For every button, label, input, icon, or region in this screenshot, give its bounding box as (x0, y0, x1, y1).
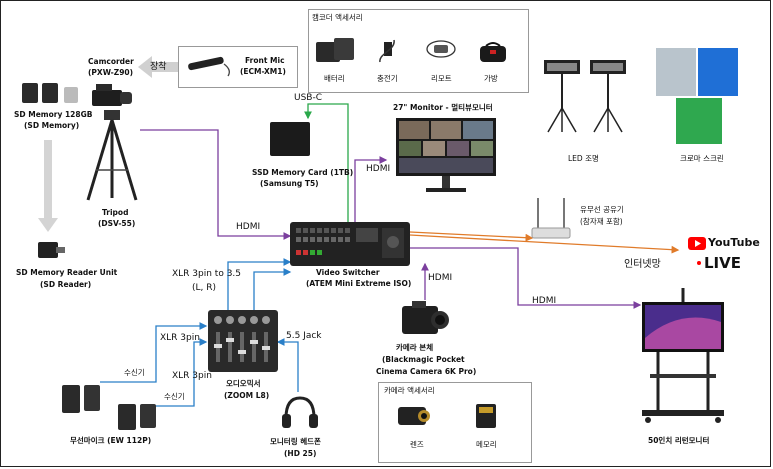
hdmi-camera-label: HDMI (428, 273, 453, 283)
tripod-name: Tripod (102, 208, 129, 217)
xlr35-sub-label: (L, R) (192, 283, 217, 293)
accessory-bag: 가방 (484, 74, 498, 83)
lens-icon (398, 404, 430, 428)
youtube-live: LIVE (704, 254, 741, 272)
hdmi-tv-label: HDMI (532, 296, 557, 306)
wireless-receiver-icon (84, 385, 100, 411)
led-name: LED 조명 (568, 154, 599, 163)
accessory-battery: 배터리 (324, 74, 345, 83)
hdmi-monitor-label: HDMI (366, 164, 391, 174)
microphone-icon (184, 52, 236, 78)
sd-memory-name: SD Memory 128GB (14, 110, 93, 119)
chroma-screen-blue (698, 48, 738, 96)
router-icon (530, 196, 572, 242)
return-monitor-icon (640, 288, 726, 424)
xlr-top-line (100, 322, 208, 383)
audio-mixer-icon (208, 310, 278, 372)
mixer-model: (ZOOM L8) (224, 391, 270, 400)
camera-body-model1: (Blackmagic Pocket (382, 355, 465, 364)
led-light-icon-2 (588, 58, 628, 134)
hdmi-switcher-monitor (354, 156, 388, 222)
video-switcher-icon (290, 222, 410, 266)
chroma-screen-green (676, 98, 722, 144)
headphone-model: (HD 25) (284, 449, 317, 458)
charger-icon (376, 38, 398, 64)
camera-accessory-lens: 렌즈 (410, 440, 424, 449)
router-model: (참자재 포함) (580, 217, 623, 226)
mount-arrow (138, 56, 178, 78)
hdmi-camcorder-label: HDMI (236, 222, 261, 232)
sd-down-arrow (38, 140, 58, 232)
camera-body-name: 카메라 본체 (396, 343, 434, 352)
xlr35-line-1 (227, 258, 292, 310)
camcorder-icon (90, 82, 134, 110)
ssd-icon (270, 122, 310, 156)
xlr35-line-2 (253, 268, 292, 310)
sd-reader-icon (38, 240, 66, 260)
youtube-logo-icon (688, 237, 706, 250)
battery-icon-2 (334, 38, 354, 60)
live-dot-icon (697, 261, 701, 265)
youtube-brand: YouTube (708, 236, 760, 249)
accessory-remote: 리모트 (431, 74, 452, 83)
wireless-mic-name: 무선마이크 (EW 112P) (70, 436, 152, 445)
tripod-model: (DSV-55) (98, 219, 136, 228)
camera-accessories-title: 카메라 액세서리 (384, 386, 435, 395)
ethernet-router (409, 231, 534, 242)
chroma-screen-gray (656, 48, 696, 96)
tv-name: 50인치 리턴모니터 (648, 436, 710, 445)
internet-line (409, 234, 680, 254)
camera-accessory-memory: 메모리 (476, 440, 497, 449)
xlr-bottom-line (140, 338, 208, 407)
switcher-name: Video Switcher (316, 268, 380, 277)
switcher-model: (ATEM Mini Extreme ISO) (306, 279, 412, 288)
accessory-charger: 충전기 (377, 74, 398, 83)
memory-card-icon (476, 404, 496, 428)
mixer-name: 오디오믹서 (226, 379, 261, 388)
wireless-transmitter-icon (62, 385, 80, 413)
hdmi-switcher-tv (410, 247, 642, 309)
receiver-label-1: 수신기 (124, 368, 145, 377)
led-light-icon (542, 58, 582, 134)
jack-label: 5.5 Jack (286, 331, 322, 341)
wireless-transmitter-icon-2 (118, 404, 136, 430)
xlr-top-label: XLR 3pin (160, 333, 200, 343)
camera-body-icon (400, 300, 450, 336)
camcorder-name: Camcorder (88, 57, 134, 66)
headphone-name: 모니터링 헤드폰 (270, 437, 321, 446)
front-mic-model: (ECM-XM1) (240, 67, 286, 76)
jack-line (276, 338, 299, 392)
headphone-icon (280, 396, 320, 430)
internet-label: 인터넷망 (624, 259, 661, 270)
wireless-receiver-icon-2 (140, 404, 156, 428)
sd-reader-name: SD Memory Reader Unit (16, 268, 118, 277)
multiview-monitor-icon (396, 118, 496, 196)
xlr35-label: XLR 3pin to 3.5 (172, 269, 242, 279)
sd-card-icon-3 (64, 87, 78, 103)
sd-card-icon (22, 83, 38, 103)
mount-label: 장착 (150, 62, 167, 72)
usbc-label: USB-C (294, 93, 323, 103)
usbc-line (304, 103, 349, 222)
hdmi-camcorder-switcher (140, 129, 292, 240)
chroma-name: 크로마 스크린 (680, 154, 724, 163)
sd-reader-model: (SD Reader) (40, 280, 92, 289)
sd-memory-model: (SD Memory) (24, 121, 80, 130)
bag-icon (478, 40, 508, 64)
xlr-bottom-label: XLR 3pin (172, 371, 212, 381)
monitor27-name: 27" Monitor - 멀티뷰모니터 (393, 103, 493, 112)
camcorder-model: (PXW-Z90) (88, 68, 134, 77)
camcorder-accessories-title: 캠코더 액세서리 (312, 13, 363, 22)
tripod-icon (82, 110, 142, 202)
ssd-model: (Samsung T5) (260, 179, 319, 188)
sd-card-icon-2 (42, 83, 58, 103)
router-name: 유무선 공유기 (580, 205, 624, 214)
ssd-name: SSD Memory Card (1TB) (252, 168, 354, 177)
camera-body-model2: Cinema Camera 6K Pro) (376, 367, 477, 376)
front-mic-name: Front Mic (245, 56, 285, 65)
receiver-label-2: 수신기 (164, 392, 185, 401)
remote-icon (426, 38, 456, 60)
